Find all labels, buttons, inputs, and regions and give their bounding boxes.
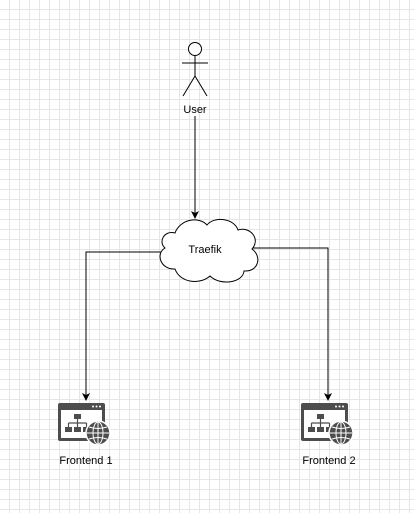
edge-traefik-frontend1[interactable]	[82, 251, 162, 401]
web-app-icon	[58, 403, 111, 446]
user-node[interactable]: User	[182, 42, 208, 117]
user-label: User	[183, 104, 207, 116]
globe-icon	[85, 420, 111, 446]
frontend2-node[interactable]: Frontend 2	[301, 403, 356, 467]
globe-icon	[328, 420, 354, 446]
frontend2-label: Frontend 2	[302, 455, 355, 467]
traefik-label: Traefik	[188, 244, 222, 256]
edge-traefik-frontend2[interactable]	[252, 247, 332, 401]
frontend1-label: Frontend 1	[59, 455, 112, 467]
stick-figure-icon	[182, 42, 208, 97]
traefik-node[interactable]: Traefik	[159, 218, 259, 283]
frontend1-node[interactable]: Frontend 1	[58, 403, 113, 467]
cloud-shape	[159, 218, 259, 283]
web-app-icon	[301, 403, 354, 446]
